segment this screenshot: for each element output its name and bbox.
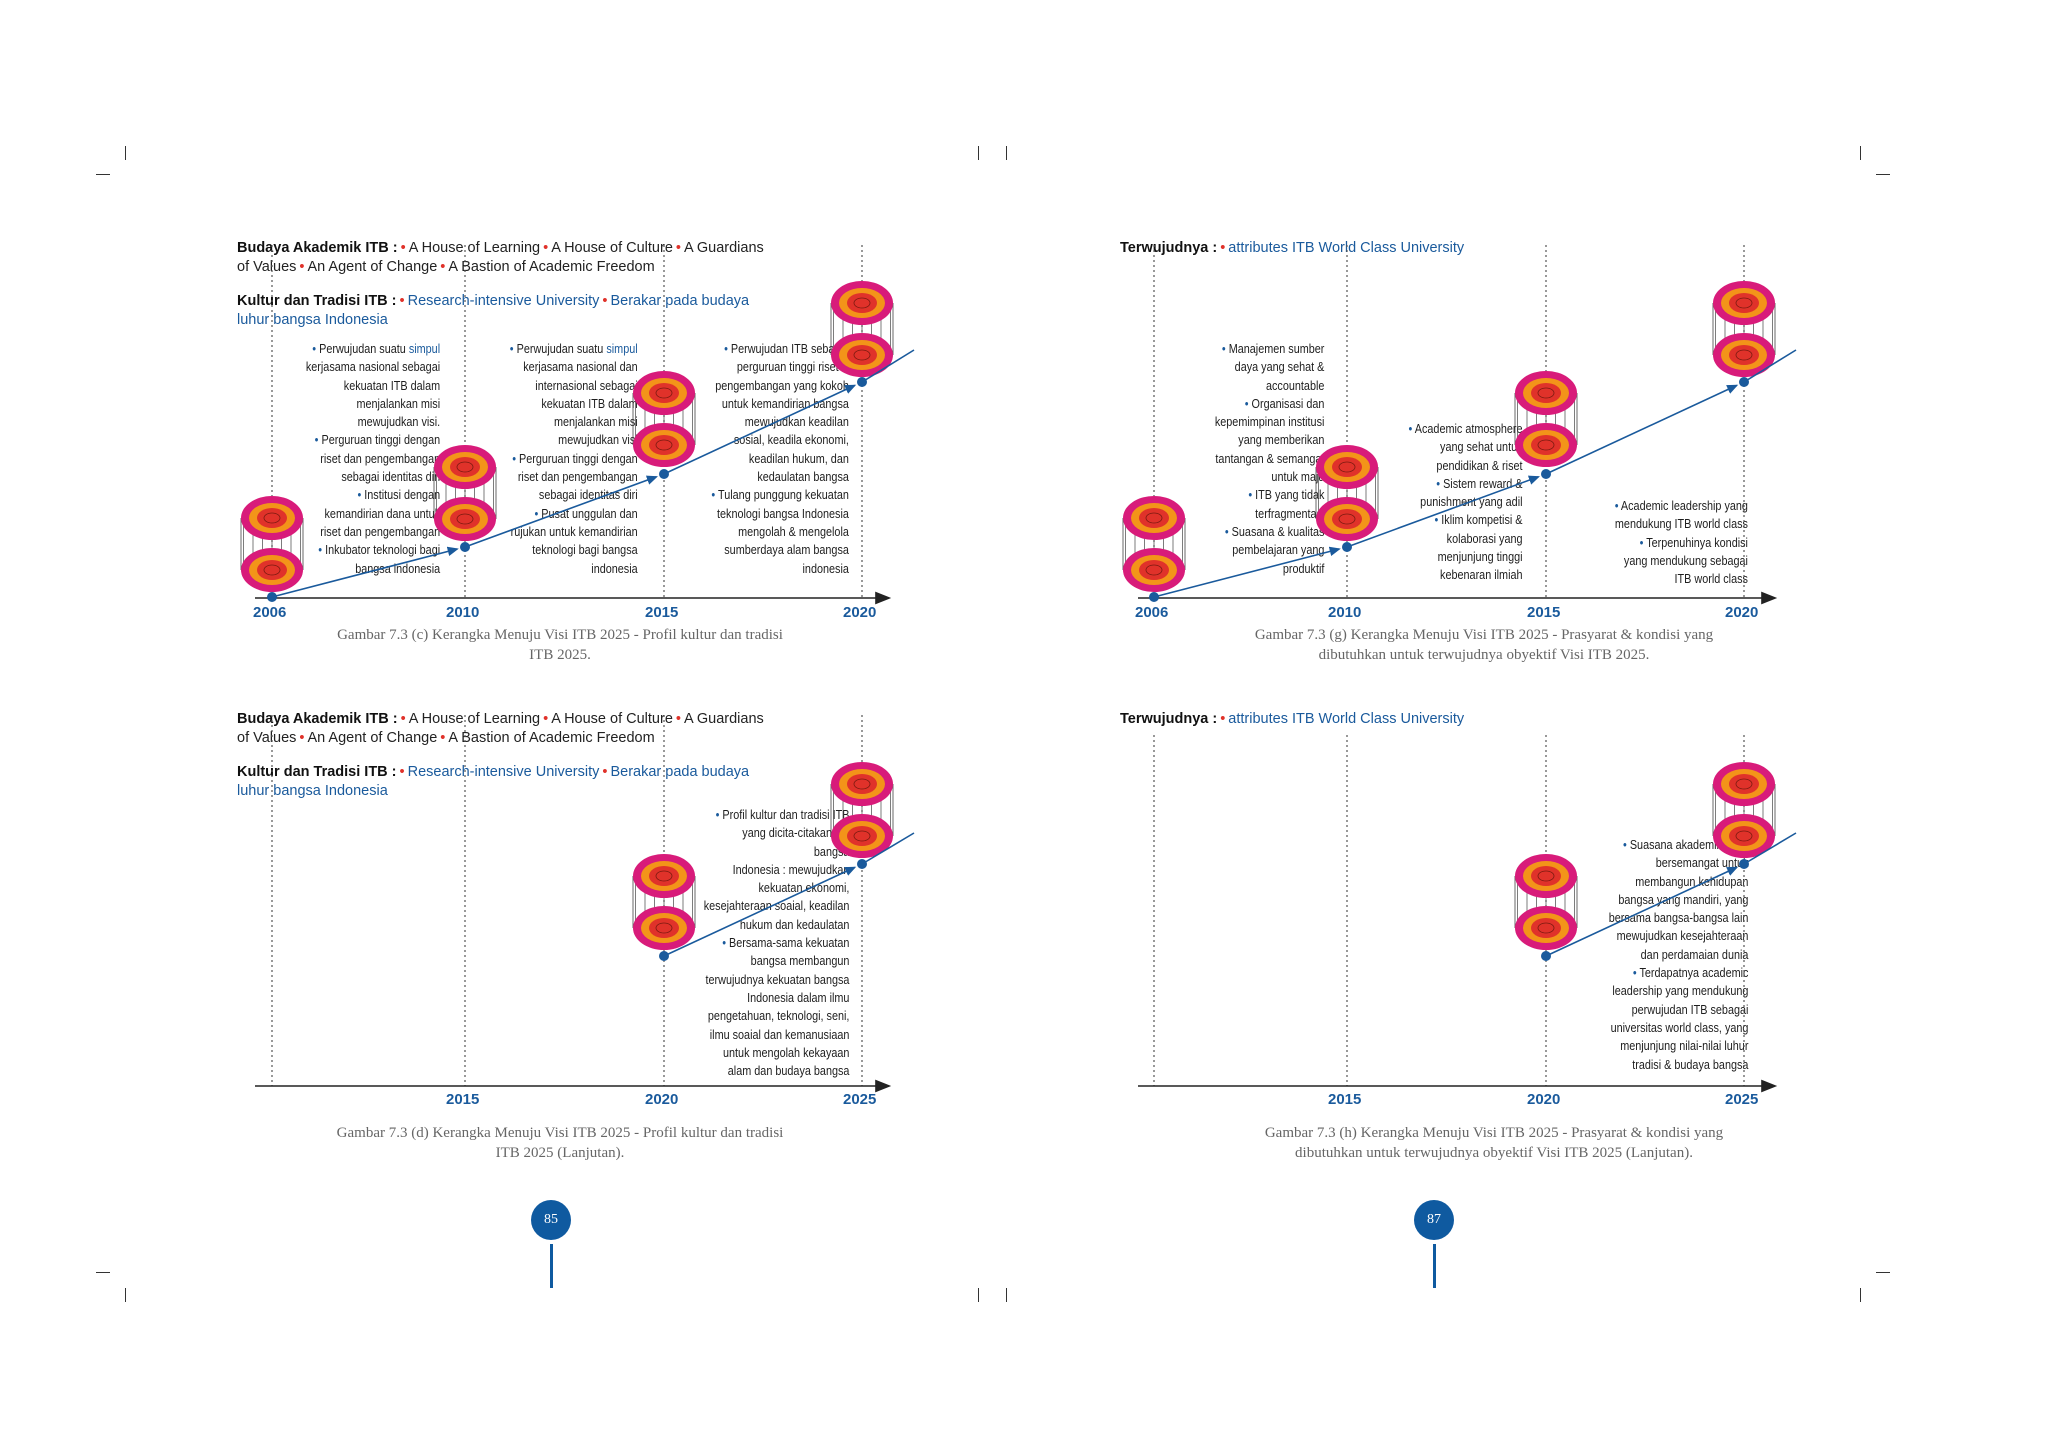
milestone-dot bbox=[1739, 859, 1749, 869]
panel-g-note-2010: • Academic atmosphere yang sehat untuk p… bbox=[1409, 422, 1523, 583]
panel-d-note-2020: • Profil kultur dan tradisi ITB yang dic… bbox=[703, 808, 849, 1079]
panel-h-note-2020: • Suasana akademik yang bersemangat untu… bbox=[1608, 838, 1748, 1072]
panel-g-year-label: 2015 bbox=[1527, 604, 1561, 621]
milestone-cylinder-icon bbox=[1712, 762, 1776, 858]
milestone-dot bbox=[1342, 542, 1352, 552]
milestone-cylinder-icon bbox=[1514, 854, 1578, 950]
panel-g-year-label: 2010 bbox=[1328, 604, 1362, 621]
panel-d-caption: Gambar 7.3 (d) Kerangka Menuju Visi ITB … bbox=[336, 1125, 784, 1161]
trend-segment bbox=[1545, 384, 1739, 475]
trend-tail bbox=[1743, 349, 1797, 383]
trend-segment bbox=[663, 384, 857, 475]
page-number: 87 bbox=[1414, 1200, 1454, 1240]
page-number-rule bbox=[550, 1244, 553, 1288]
milestone-cylinder-icon bbox=[433, 445, 497, 541]
panel-c-budaya-header: Budaya Akademik ITB :•A House of Learnin… bbox=[237, 240, 764, 275]
milestone-dot bbox=[460, 542, 470, 552]
milestone-dot bbox=[1541, 469, 1551, 479]
panel-c-caption: Gambar 7.3 (c) Kerangka Menuju Visi ITB … bbox=[337, 627, 783, 663]
milestone-cylinder-icon bbox=[1122, 496, 1186, 592]
milestone-cylinder-icon bbox=[1315, 445, 1379, 541]
trend-segment bbox=[1346, 475, 1540, 548]
panel-c-year-label: 2010 bbox=[446, 604, 480, 621]
panel-g-header: Terwujudnya :•attributes ITB World Class… bbox=[1120, 240, 1465, 256]
trend-segment bbox=[464, 475, 658, 548]
panel-d-year-label: 2015 bbox=[446, 1091, 480, 1108]
page-number-rule bbox=[1433, 1244, 1436, 1288]
panel-h-header: Terwujudnya :•attributes ITB World Class… bbox=[1120, 711, 1465, 727]
panel-h-year-label: 2020 bbox=[1527, 1091, 1561, 1108]
panel-c-note-2010: • Perwujudan suatu simpul kerjasama nasi… bbox=[510, 342, 638, 576]
panel-c-year-label: 2015 bbox=[645, 604, 679, 621]
milestone-cylinder-icon bbox=[830, 762, 894, 858]
panel-d-year-label: 2020 bbox=[645, 1091, 679, 1108]
trend-tail bbox=[861, 349, 915, 383]
panel-g-year-label: 2006 bbox=[1135, 604, 1169, 621]
milestone-cylinder-icon bbox=[1514, 371, 1578, 467]
left-page: Budaya Akademik ITB :•A House of Learnin… bbox=[0, 0, 1014, 1448]
milestone-cylinder-icon bbox=[830, 281, 894, 377]
milestone-cylinder-icon bbox=[240, 496, 304, 592]
milestone-cylinder-icon bbox=[632, 371, 696, 467]
milestone-dot bbox=[267, 592, 277, 602]
milestone-dot bbox=[659, 951, 669, 961]
panel-c-note-2006: • Perwujudan suatu simpul kerjasama nasi… bbox=[305, 342, 440, 576]
panel-h-caption: Gambar 7.3 (h) Kerangka Menuju Visi ITB … bbox=[1264, 1125, 1724, 1161]
milestone-dot bbox=[857, 377, 867, 387]
panel-c-year-label: 2020 bbox=[843, 604, 877, 621]
panel-d-budaya-header: Budaya Akademik ITB :•A House of Learnin… bbox=[237, 711, 764, 746]
panel-d-kultur-header: Kultur dan Tradisi ITB :•Research-intens… bbox=[237, 764, 750, 799]
milestone-cylinder-icon bbox=[632, 854, 696, 950]
trend-segment bbox=[663, 866, 857, 957]
trend-tail bbox=[861, 832, 915, 865]
milestone-cylinder-icon bbox=[1712, 281, 1776, 377]
milestone-dot bbox=[1541, 951, 1551, 961]
panel-h-year-label: 2025 bbox=[1725, 1091, 1759, 1108]
milestone-dot bbox=[857, 859, 867, 869]
panel-d-year-label: 2025 bbox=[843, 1091, 877, 1108]
trend-segment bbox=[271, 546, 459, 598]
milestone-dot bbox=[1739, 377, 1749, 387]
milestone-dot bbox=[659, 469, 669, 479]
right-page: Terwujudnya :•attributes ITB World Class… bbox=[1014, 0, 2048, 1448]
panel-g-caption: Gambar 7.3 (g) Kerangka Menuju Visi ITB … bbox=[1254, 627, 1714, 663]
panel-c-year-label: 2006 bbox=[253, 604, 287, 621]
panel-h-year-label: 2015 bbox=[1328, 1091, 1362, 1108]
panel-g-note-2015: • Academic leadership yang mendukung ITB… bbox=[1614, 499, 1748, 587]
page-number: 85 bbox=[531, 1200, 571, 1240]
panel-g-year-label: 2020 bbox=[1725, 604, 1759, 621]
panel-c-kultur-header: Kultur dan Tradisi ITB :•Research-intens… bbox=[237, 293, 750, 328]
trend-segment bbox=[1153, 546, 1341, 598]
milestone-dot bbox=[1149, 592, 1159, 602]
trend-tail bbox=[1743, 832, 1797, 865]
trend-segment bbox=[1545, 866, 1739, 957]
